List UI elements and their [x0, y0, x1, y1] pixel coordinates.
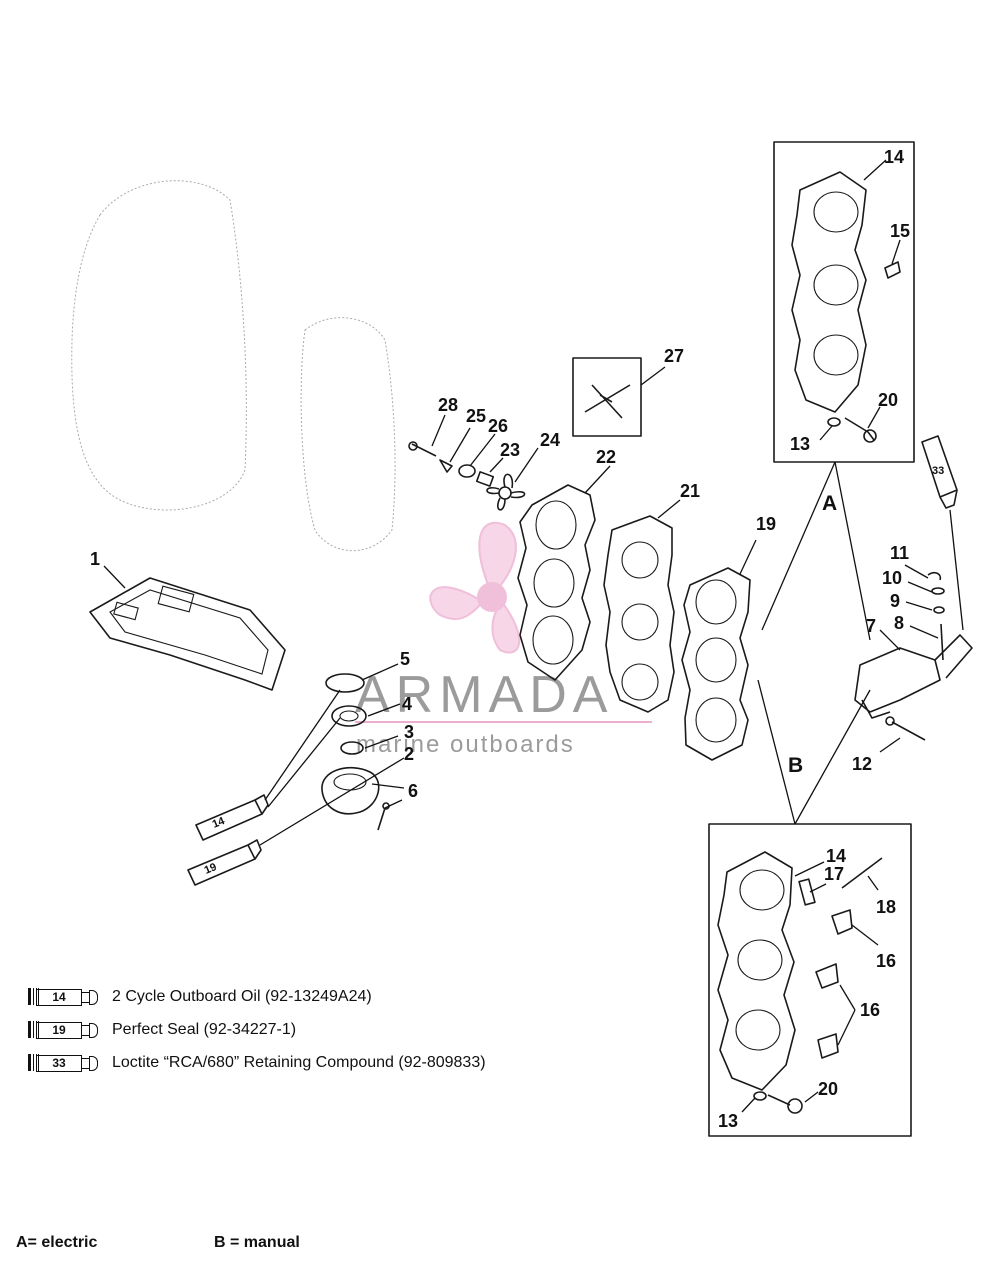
part-22-gasket	[517, 484, 596, 681]
callout-20-a: 20	[878, 390, 898, 410]
callout-11: 11	[890, 543, 909, 563]
callout-26: 26	[488, 416, 508, 436]
callout-6: 6	[408, 781, 418, 801]
callout-19: 19	[756, 514, 776, 534]
part-7-bracket	[854, 634, 973, 719]
callout-17: 17	[824, 864, 844, 884]
part-9-nut	[933, 606, 945, 614]
detail-box-b-manual	[708, 823, 912, 1137]
callout-8: 8	[894, 613, 904, 633]
callout-25: 25	[466, 406, 486, 426]
callout-2: 2	[404, 744, 414, 764]
marker-a: A	[822, 492, 837, 515]
sealant-tube-33: 33	[921, 435, 958, 509]
tube-icon: 33	[28, 1053, 100, 1073]
tube-icon: 19	[28, 1020, 100, 1040]
callout-18: 18	[876, 897, 896, 917]
callout-21: 21	[680, 481, 700, 501]
part-27-impeller-detail	[572, 357, 642, 437]
callout-13-b: 13	[718, 1111, 738, 1131]
callout-23: 23	[500, 440, 520, 460]
footer-b-manual: B = manual	[214, 1234, 300, 1251]
part-3-seal	[340, 741, 364, 755]
svg-text:33: 33	[932, 465, 944, 477]
part-5-o-ring	[325, 673, 365, 693]
callout-13-a: 13	[790, 434, 810, 454]
part-23-insert	[475, 471, 495, 487]
legend-row-19: 19 Perfect Seal (92-34227-1)	[28, 1013, 486, 1046]
callout-24: 24	[540, 430, 560, 450]
ghost-engine-block	[71, 180, 396, 552]
callout-27: 27	[664, 346, 684, 366]
sealant-legend: 14 2 Cycle Outboard Oil (92-13249A24) 19…	[28, 980, 486, 1079]
callout-9: 9	[890, 591, 900, 611]
callout-28: 28	[438, 395, 458, 415]
part-28-screw	[408, 441, 437, 457]
sealant-tube-14: 14	[195, 794, 269, 841]
watermark-propeller-logo	[429, 521, 521, 654]
part-24-impeller	[486, 473, 526, 511]
part-12-bolt	[885, 716, 926, 741]
svg-text:14: 14	[211, 815, 228, 831]
callout-16-a: 16	[876, 951, 896, 971]
part-19-gasket	[681, 567, 751, 761]
legend-text-33: Loctite “RCA/680” Retaining Compound (92…	[112, 1053, 486, 1071]
callout-12: 12	[852, 754, 872, 774]
marker-b: B	[788, 754, 803, 777]
detail-box-a-electric	[773, 141, 915, 463]
part-11-clip	[927, 572, 942, 581]
part-1-gasket	[89, 577, 286, 691]
callout-4: 4	[402, 694, 412, 714]
callout-5: 5	[400, 649, 410, 669]
legend-row-33: 33 Loctite “RCA/680” Retaining Compound …	[28, 1046, 486, 1079]
callout-3: 3	[404, 722, 414, 742]
callout-15: 15	[890, 221, 910, 241]
part-4-oil-seal	[331, 705, 367, 727]
part-25-key	[439, 459, 453, 473]
footer-a-electric: A= electric	[16, 1234, 98, 1251]
watermark-tagline: marine outboards	[356, 731, 575, 758]
callout-10: 10	[882, 568, 902, 588]
callout-16-b: 16	[860, 1000, 880, 1020]
part-10-washer	[931, 587, 945, 595]
callout-22: 22	[596, 447, 616, 467]
legend-text-19: Perfect Seal (92-34227-1)	[112, 1020, 297, 1038]
part-26-plate	[458, 464, 476, 478]
part-21-housing	[603, 515, 675, 713]
callout-14-a: 14	[884, 147, 904, 167]
tube-icon: 14	[28, 987, 100, 1007]
callout-1: 1	[90, 549, 100, 569]
legend-text-14: 2 Cycle Outboard Oil (92-13249A24)	[112, 987, 372, 1005]
sealant-tube-19: 19	[187, 839, 262, 886]
part-8-stud	[940, 623, 944, 661]
callout-7: 7	[866, 616, 876, 636]
callout-14-b: 14	[826, 846, 846, 866]
svg-text:19: 19	[203, 861, 219, 877]
legend-row-14: 14 2 Cycle Outboard Oil (92-13249A24)	[28, 980, 486, 1013]
watermark-brand: ARMADA	[355, 666, 613, 724]
callout-20-b: 20	[818, 1079, 838, 1099]
